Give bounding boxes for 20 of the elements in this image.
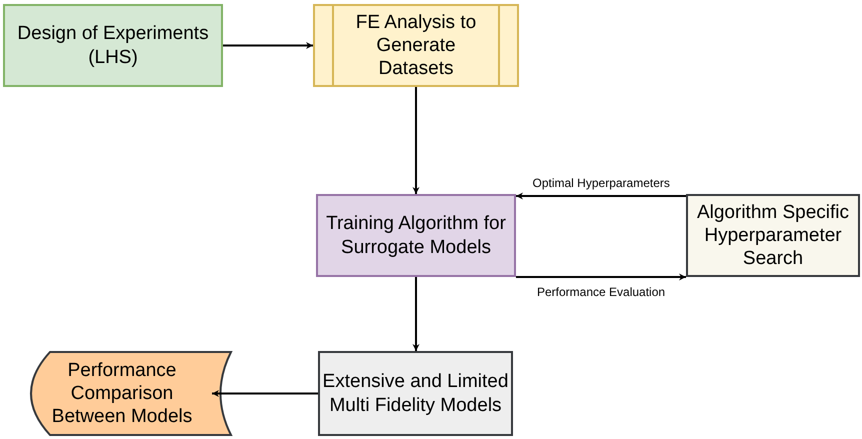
node-text: Training Algorithm for Surrogate Models	[325, 212, 507, 259]
arrow	[412, 87, 420, 194]
node-text: FE Analysis to Generate Datasets	[354, 10, 478, 80]
arrow	[412, 277, 420, 351]
arrow	[516, 192, 686, 200]
arrow	[212, 390, 318, 397]
node-text: Performance Comparison Between Models	[50, 358, 194, 428]
process-box	[3, 4, 223, 87]
process-box	[686, 194, 860, 277]
process-box	[318, 351, 513, 436]
node-text: Design of Experiments (LHS)	[16, 22, 210, 69]
node-text: Algorithm Specific Hyperparameter Search	[696, 200, 850, 270]
predefined-process-box	[313, 4, 519, 87]
arrow	[223, 42, 313, 49]
arrow	[516, 274, 686, 280]
edge-label: Optimal Hyperparameters	[532, 176, 671, 190]
process-box	[316, 194, 516, 277]
stored-data-shape	[30, 351, 232, 436]
node-text: Extensive and Limited Multi Fidelity Models	[322, 370, 509, 417]
edge-label: Performance Evaluation	[536, 285, 666, 299]
